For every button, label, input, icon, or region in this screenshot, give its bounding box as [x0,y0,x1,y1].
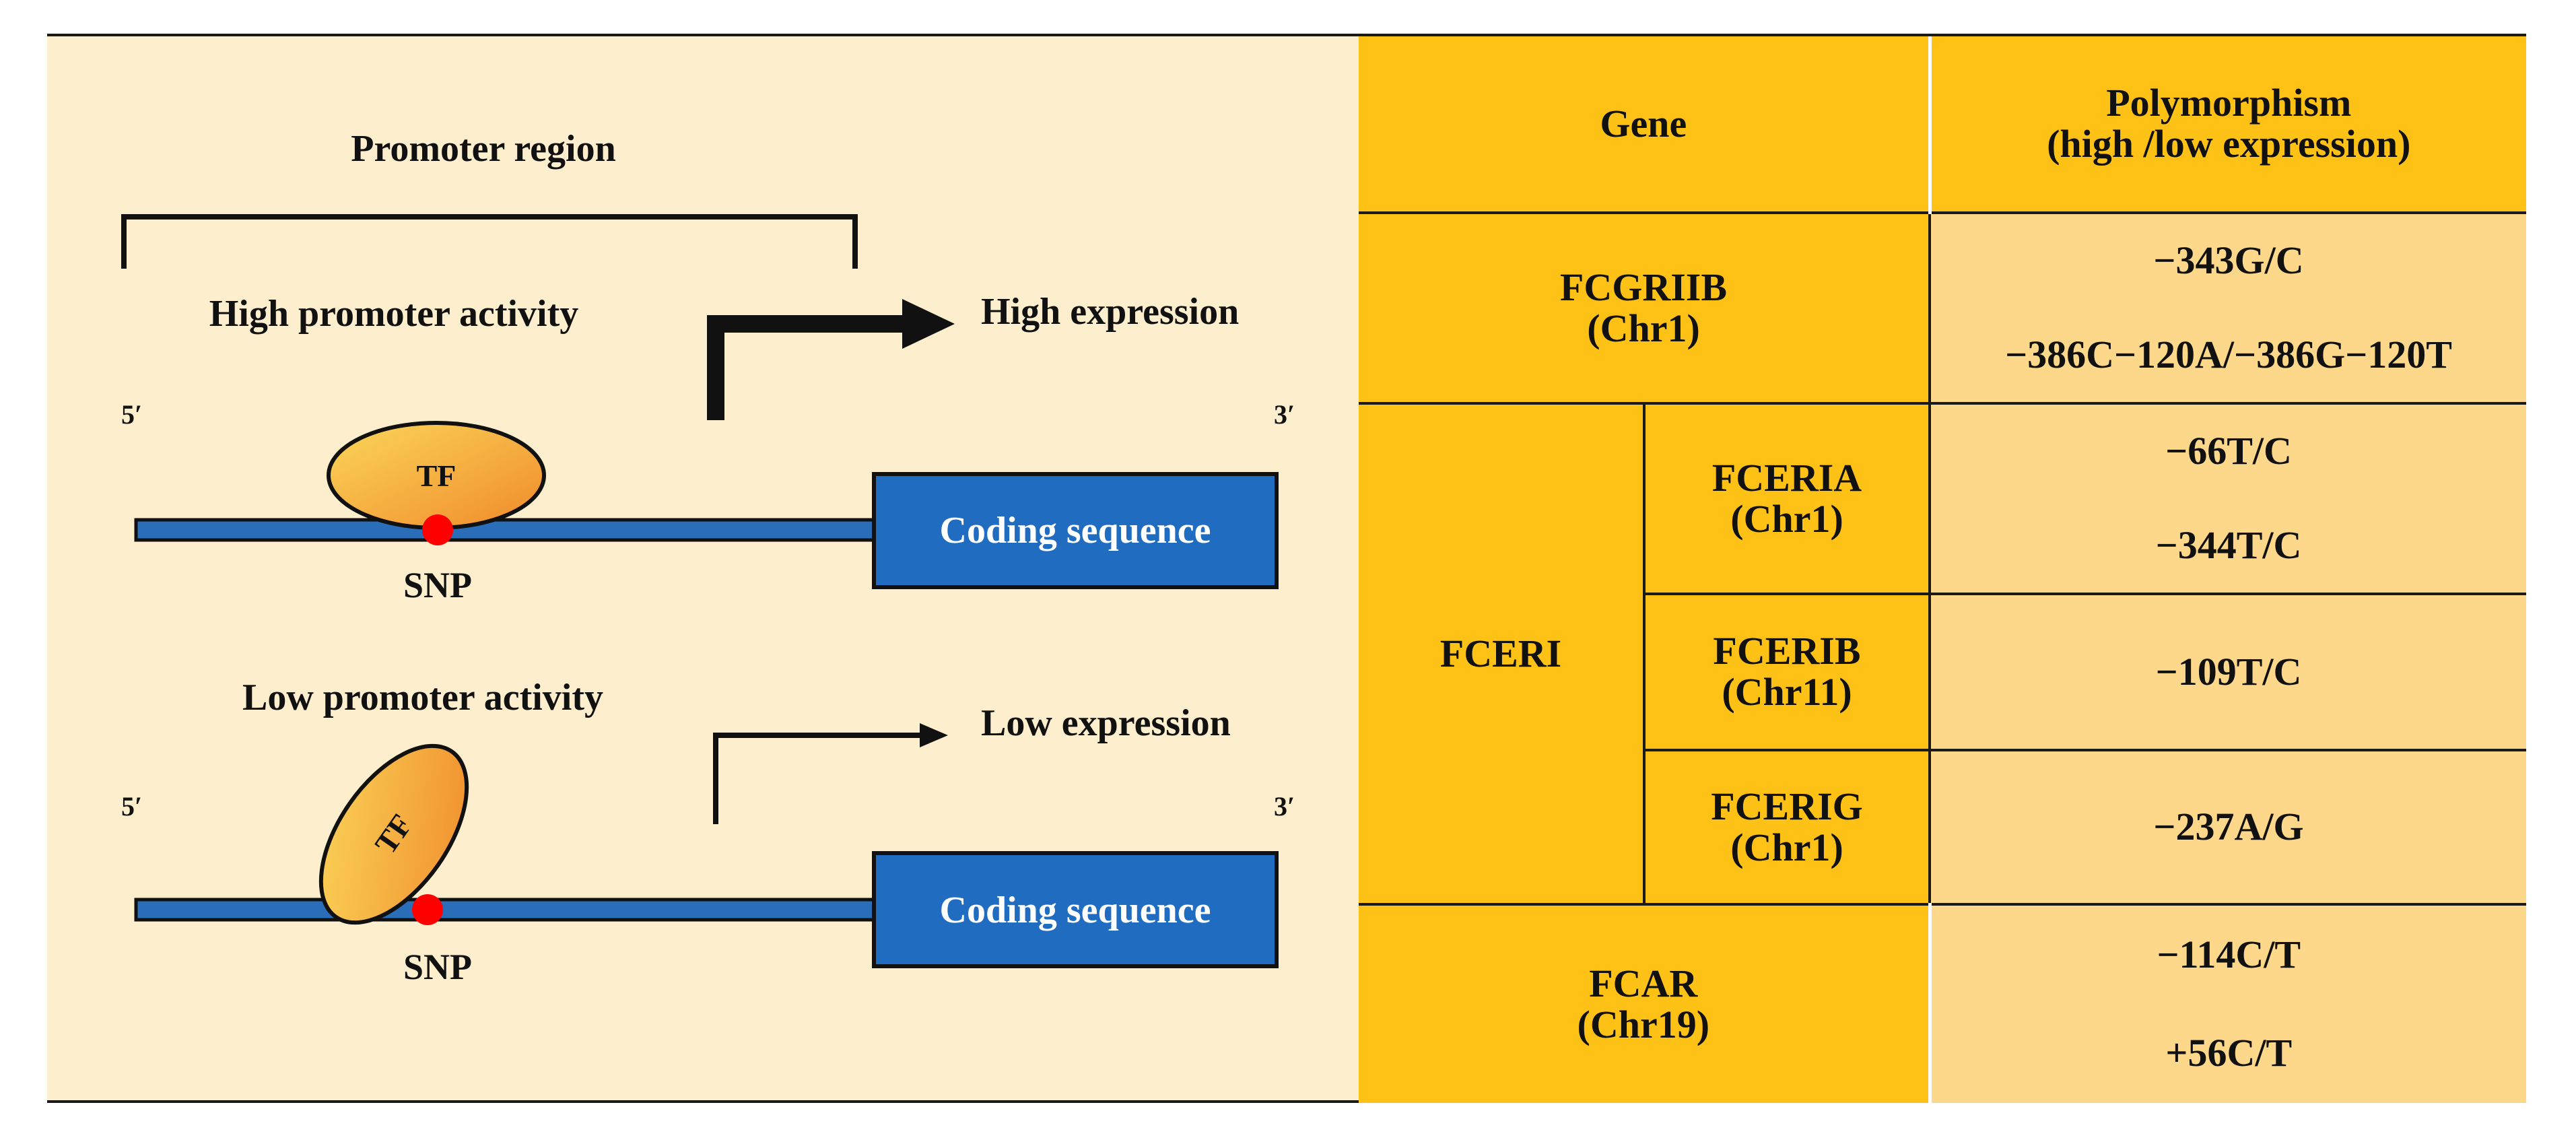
table-row-fcerig: FCERIG (Chr1) −237A/G [1359,749,2527,906]
poly-cell-fcar: −114C/T +56C/T [1928,903,2527,1103]
poly-fcerig-1: −237A/G [2153,805,2304,849]
bottom-snp-label: SNP [403,947,472,987]
top-coding-label: Coding sequence [940,510,1211,551]
top-coding-box [872,472,1279,589]
polymorphism-table: Gene Polymorphism (high /low expression)… [1359,36,2527,1103]
poly-cell-fcgriib: −343G/C −386C−120A/−386G−120T [1928,211,2527,405]
bottom-tf-group: TF [318,743,469,925]
bottom-coding-label: Coding sequence [940,889,1211,931]
gene-name-fcgriib: FCGRIIB [1559,265,1728,309]
gene-name-fcar: FCAR [1589,961,1698,1005]
high-expression-label: High expression [981,291,1239,333]
poly-fcar-1: −114C/T [2157,932,2301,976]
promoter-bracket [121,214,858,269]
poly-cell-fceria: −66T/C −344T/C [1928,402,2527,595]
bottom-snp-dot [412,894,443,925]
poly-cell-fcerig: −237A/G [1928,749,2527,906]
gene-chr-fcerig: (Chr1) [1730,825,1843,869]
poly-fcgriib-2: −386C−120A/−386G−120T [2005,332,2452,376]
low-expression-arrow [713,733,922,824]
gene-name-fceria: FCERIA [1711,455,1862,500]
gene-cell-fcerig: FCERIG (Chr1) [1642,749,1932,906]
gene-cell-fceria: FCERIA (Chr1) [1642,402,1932,595]
high-expression-arrowhead [902,299,955,349]
poly-fceria-2: −344T/C [2155,523,2302,567]
top-snp-label: SNP [403,565,472,605]
promoter-region-label: Promoter region [351,128,615,170]
table-row-fceria: FCERI FCERIA (Chr1) −66T/C −344T/C [1359,402,2527,906]
table-row-fcgriib: FCGRIIB (Chr1) −343G/C −386C−120A/−386G−… [1359,211,2527,405]
poly-fcgriib-1: −343G/C [2153,238,2304,283]
top-five-prime-label: 5′ [121,399,142,430]
high-promoter-activity-label: High promoter activity [209,293,579,335]
bottom-five-prime-label: 5′ [121,791,142,821]
figure-panel: Promoter region High promoter activity H… [47,34,2527,1103]
gene-name-fcerib: FCERIB [1713,629,1861,673]
bottom-three-prime-label: 3′ [1274,791,1295,821]
high-expression-arrow [707,315,906,420]
poly-cell-fcerib: −109T/C [1928,593,2527,751]
gene-cell-fcerib: FCERIB (Chr11) [1642,593,1932,751]
gene-cell-fcgriib: FCGRIIB (Chr1) [1359,211,1932,405]
gene-chr-fceria: (Chr1) [1730,496,1843,541]
poly-fcerib-1: −109T/C [2155,649,2302,694]
poly-fceria-1: −66T/C [2165,429,2292,473]
poly-fcar-2: +56C/T [2165,1031,2293,1075]
low-promoter-activity-label: Low promoter activity [242,677,603,718]
top-dna-strand [134,518,879,542]
gene-chr-fcar: (Chr19) [1577,1002,1710,1046]
bottom-coding-box [872,851,1279,968]
top-snp-dot [422,514,453,545]
header-polymorphism: Polymorphism (high /low expression) [1928,36,2527,214]
gene-group-fceri: FCERI [1359,402,1646,906]
table-row-fcar: FCAR (Chr19) −114C/T +56C/T [1359,903,2527,1103]
low-expression-label: Low expression [981,702,1231,744]
table-row-fcerib: FCERIB (Chr11) −109T/C [1359,593,2527,751]
top-three-prime-label: 3′ [1274,399,1295,430]
header-polymorphism-line2: (high /low expression) [2047,122,2411,166]
low-expression-arrowhead [920,723,948,747]
bottom-tf-ellipse [318,743,469,925]
top-tf-label: TF [417,459,456,493]
header-polymorphism-line1: Polymorphism [2106,81,2352,125]
gene-cell-fcar: FCAR (Chr19) [1359,903,1932,1103]
gene-name-fcerig: FCERIG [1711,784,1863,828]
header-gene: Gene [1359,36,1932,214]
gene-chr-fcerib: (Chr11) [1722,670,1852,714]
table-header-row: Gene Polymorphism (high /low expression) [1359,36,2527,214]
bottom-dna-strand [134,898,879,922]
promoter-diagram: Promoter region High promoter activity H… [121,128,1295,987]
gene-chr-fcgriib: (Chr1) [1587,306,1700,350]
